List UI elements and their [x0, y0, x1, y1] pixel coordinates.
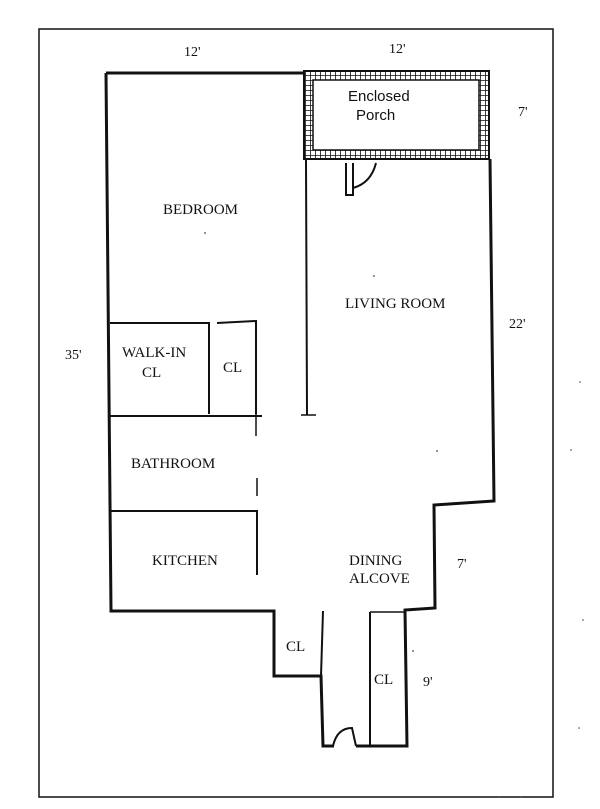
- dimension-porch-depth: 7': [518, 105, 528, 120]
- dimension-top-right: 12': [389, 42, 406, 57]
- closet-label: CL: [223, 360, 242, 376]
- scan-speckles: [204, 232, 584, 798]
- kitchen-label: KITCHEN: [152, 553, 218, 569]
- dining-alcove-label-line1: DINING: [349, 553, 402, 569]
- dimension-living-height: 22': [509, 317, 526, 332]
- page-border: [38, 28, 554, 798]
- bathroom-label: BATHROOM: [131, 456, 215, 472]
- entry-door: [332, 726, 357, 747]
- interior-walls: [110, 159, 405, 746]
- living-room-label: LIVING ROOM: [345, 296, 445, 312]
- bedroom-label: BEDROOM: [163, 202, 238, 218]
- dimension-top-left: 12': [184, 45, 201, 60]
- porch-door: [345, 162, 377, 196]
- dimension-entry-depth: 9': [423, 675, 433, 690]
- porch-label-line2: Porch: [356, 107, 395, 124]
- entry-closet-right-label: CL: [374, 672, 393, 688]
- porch-label-line1: Enclosed: [348, 88, 410, 105]
- dining-alcove-label-line2: ALCOVE: [349, 571, 410, 587]
- exterior-wall: [104, 71, 496, 748]
- walk-in-closet-label-line1: WALK-IN: [122, 345, 186, 361]
- entry-closet-left-label: CL: [286, 639, 305, 655]
- dimension-alcove-depth: 7': [457, 557, 467, 572]
- dimension-total-height: 35': [65, 348, 82, 363]
- walk-in-closet-label-line2: CL: [142, 365, 161, 381]
- enclosed-porch: [303, 70, 490, 160]
